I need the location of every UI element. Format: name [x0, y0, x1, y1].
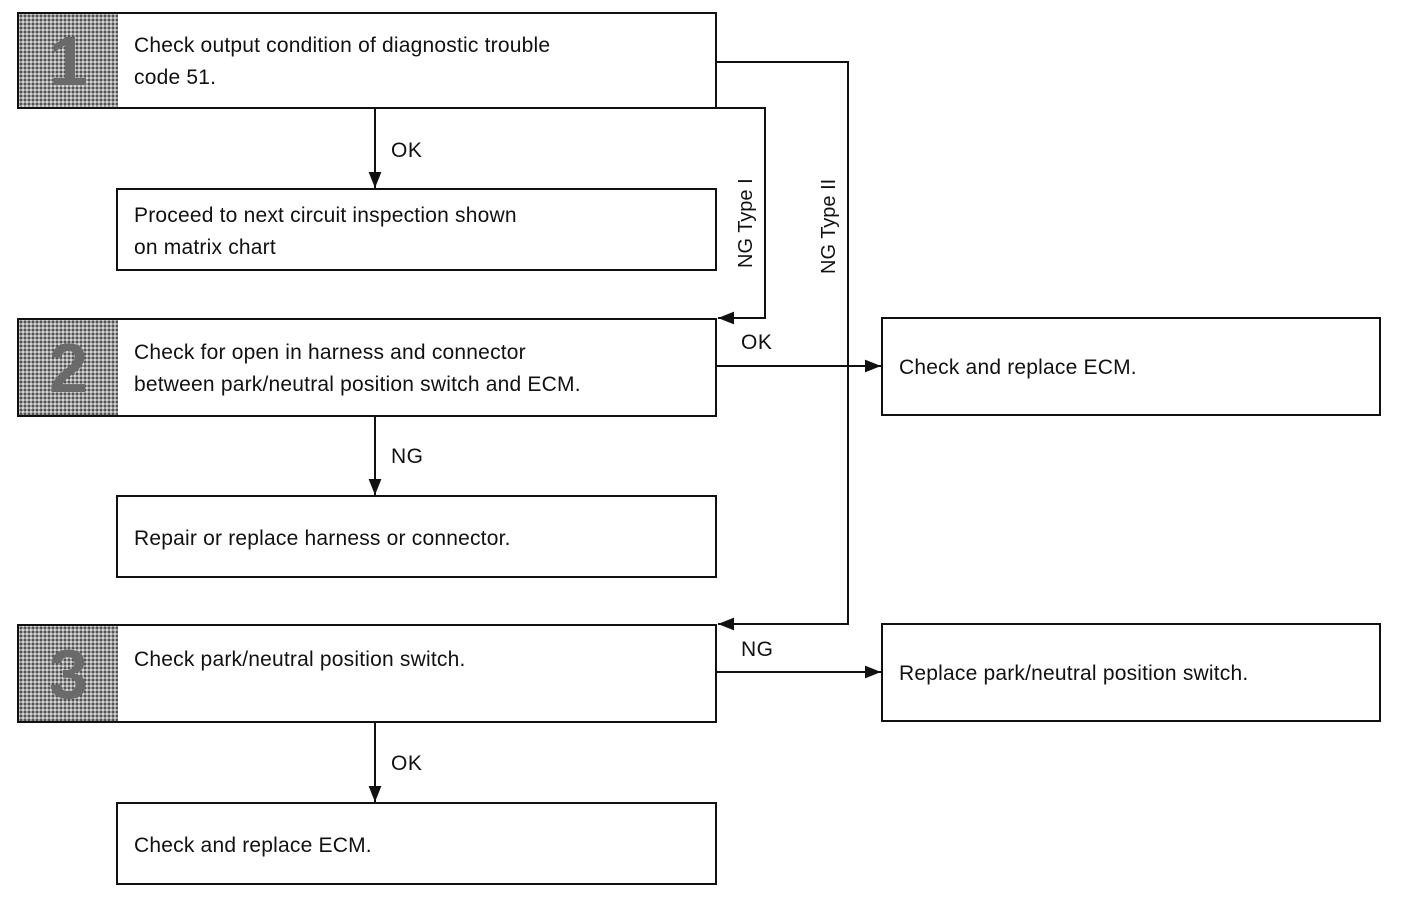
- proceed-next-box: Proceed to next circuit inspection shown…: [116, 188, 717, 271]
- step-2-text: Check for open in harness and connector …: [134, 341, 581, 396]
- proceed-next-text: Proceed to next circuit inspection shown…: [134, 204, 517, 259]
- step-2-box: 2 Check for open in harness and connecto…: [17, 318, 717, 417]
- replace-switch-box: Replace park/neutral position switch.: [881, 623, 1381, 722]
- label-step1-ok: OK: [391, 139, 423, 162]
- replace-ecm-box-2: Check and replace ECM.: [116, 802, 717, 885]
- connector-1-ng-type2: [716, 61, 849, 631]
- replace-ecm-text-2: Check and replace ECM.: [134, 834, 372, 857]
- label-step2-ok: OK: [741, 331, 773, 354]
- step-3-number: 3: [49, 634, 88, 713]
- replace-ecm-text-1: Check and replace ECM.: [899, 356, 1137, 379]
- label-step3-ok: OK: [391, 752, 423, 775]
- replace-ecm-box-1: Check and replace ECM.: [881, 317, 1381, 416]
- step-1-badge: 1: [19, 14, 118, 107]
- step-2-badge: 2: [19, 320, 118, 415]
- step-2-number: 2: [49, 328, 88, 407]
- step-1-box: 1 Check output condition of diagnostic t…: [17, 12, 717, 109]
- label-step3-ng: NG: [741, 638, 774, 661]
- label-step2-ng: NG: [391, 445, 424, 468]
- step-3-text: Check park/neutral position switch.: [134, 648, 466, 671]
- step-1-number: 1: [49, 21, 88, 100]
- step-1-text: Check output condition of diagnostic tro…: [134, 34, 551, 89]
- label-ng-type1: NG Type I: [735, 178, 757, 268]
- step-3-box: 3 Check park/neutral position switch.: [17, 624, 717, 723]
- step-3-badge: 3: [19, 626, 118, 721]
- repair-harness-text: Repair or replace harness or connector.: [134, 527, 511, 550]
- replace-switch-text: Replace park/neutral position switch.: [899, 662, 1249, 685]
- label-ng-type2: NG Type II: [818, 178, 840, 274]
- connector-1-ng-type1: [716, 107, 766, 325]
- repair-harness-box: Repair or replace harness or connector.: [116, 495, 717, 578]
